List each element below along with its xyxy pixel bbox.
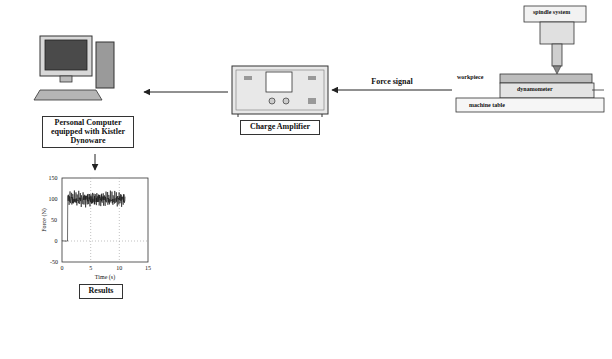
amplifier-knob [283, 98, 289, 104]
cutting-tool [553, 66, 561, 74]
chart-frame [62, 178, 148, 262]
monitor-screen [45, 40, 87, 70]
arrow-connector [95, 154, 96, 170]
workpiece [500, 74, 592, 83]
spindle-body [540, 22, 574, 44]
tick-label: -50 [50, 259, 58, 265]
part-label: dynamometer [516, 86, 554, 93]
amplifier-foot [238, 114, 239, 117]
amplifier-panel [236, 70, 324, 110]
axis-label: Time (s) [95, 274, 115, 280]
tick-label: 50 [51, 217, 57, 223]
dynamometer [500, 83, 594, 98]
grid-line [90, 178, 91, 262]
computer-illustration [34, 36, 114, 100]
axis-label: Force (N) [41, 208, 47, 232]
tick-label: 5 [89, 265, 92, 271]
results-node: Results [46, 170, 156, 304]
spindle-housing [524, 6, 586, 22]
force-chart [62, 178, 148, 262]
amplifier-node: Charge Amplifier [228, 62, 332, 137]
amplifier-knob [269, 98, 275, 104]
tick-label: 150 [49, 175, 58, 181]
grid-line [119, 178, 120, 262]
force-signal-trace [62, 190, 125, 241]
amplifier-label: Charge Amplifier [240, 120, 320, 135]
part-label: machine table [468, 102, 506, 109]
machine-table [456, 98, 604, 112]
tick-label: 0 [55, 238, 58, 244]
keyboard [34, 90, 102, 100]
results-label: Results [79, 284, 123, 299]
computer-tower [96, 42, 114, 88]
computer-node: Personal Computer equipped with Kistler … [28, 30, 144, 154]
machine-node: spindle system workpiece machine table dyna… [452, 4, 606, 116]
amplifier-illustration [232, 66, 328, 117]
machine-illustration [456, 6, 604, 112]
part-label: spindle system [532, 9, 571, 16]
computer-label: Personal Computer equipped with Kistler … [42, 116, 134, 148]
signal-cable [592, 90, 604, 91]
amplifier-display [266, 72, 292, 92]
amplifier-button [308, 76, 316, 80]
grid-line [62, 241, 148, 242]
arrow-connector [144, 92, 228, 93]
monitor [40, 36, 92, 76]
tick-label: 10 [116, 265, 122, 271]
arrow-connector [332, 90, 452, 91]
amplifier-foot [322, 114, 323, 117]
amplifier-connector [308, 98, 316, 104]
tick-label: 100 [49, 196, 58, 202]
tool-holder [552, 44, 562, 66]
tick-label: 15 [145, 265, 151, 271]
part-label: workpiece [456, 74, 484, 81]
signal-label: Force signal [369, 78, 414, 87]
amplifier-body [232, 66, 328, 114]
tick-label: 0 [61, 265, 64, 271]
monitor-stand [60, 76, 72, 82]
amplifier-button [244, 76, 252, 80]
